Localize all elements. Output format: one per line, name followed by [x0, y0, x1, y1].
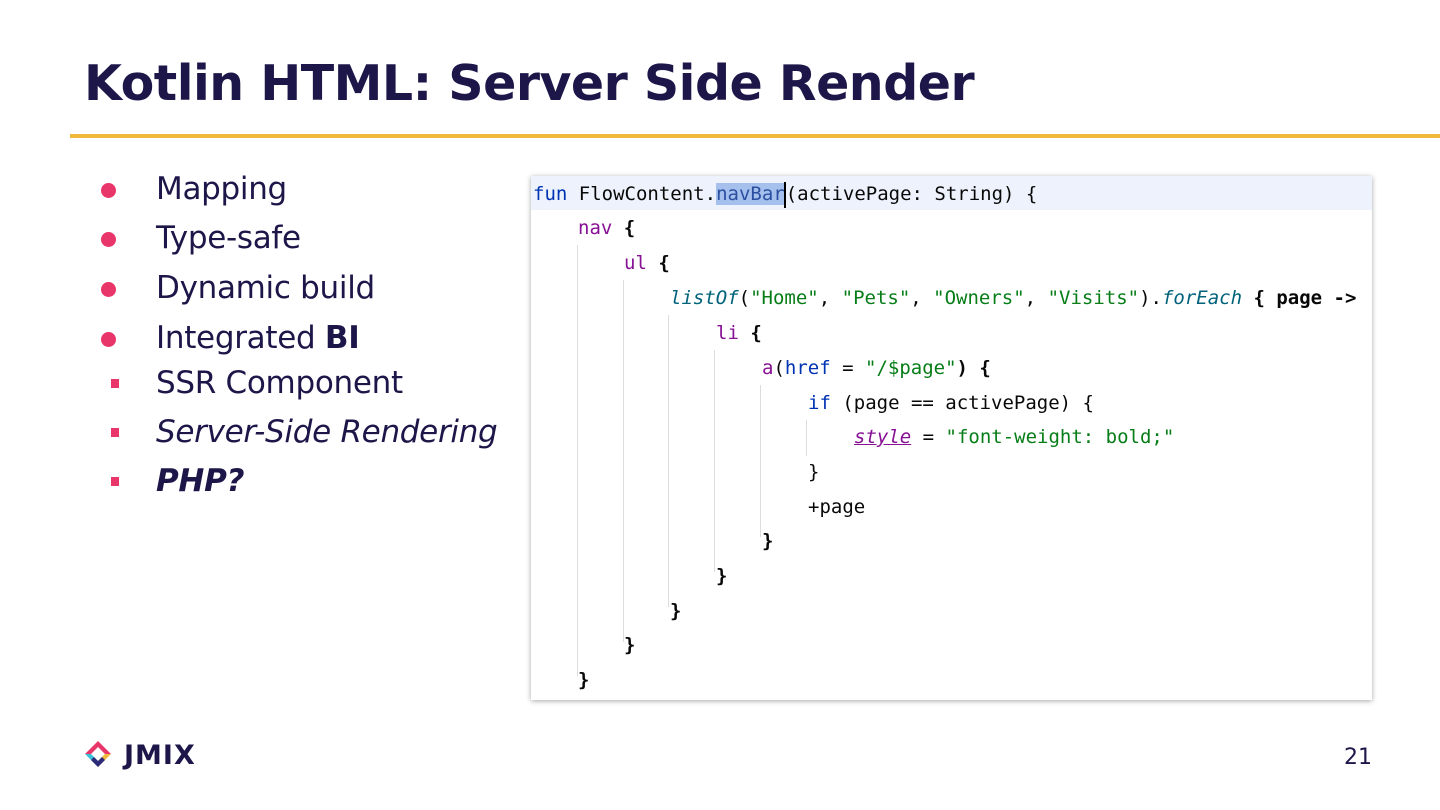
- code-line: +page: [808, 496, 866, 518]
- current-line-highlight: [531, 176, 1372, 210]
- bullet-item: Integrated BI: [0, 316, 520, 360]
- bullet-item: Type-safe: [0, 216, 520, 260]
- code-line: ul {: [624, 252, 670, 274]
- bullet-text: Type-safe: [156, 220, 301, 256]
- code-line: style = "font-weight: bold;": [854, 426, 1175, 448]
- logo-wordmark: JMIX: [124, 740, 196, 771]
- page-number: 21: [1344, 745, 1372, 770]
- code-line: a(href = "/$page") {: [762, 357, 991, 379]
- code-line: }: [762, 530, 774, 552]
- bullet-dot-icon: [101, 183, 116, 198]
- code-line: }: [624, 634, 636, 656]
- code-line: }: [670, 600, 682, 622]
- bullet-text-main: Integrated: [156, 320, 325, 356]
- bullet-text: Server-Side Rendering: [156, 414, 498, 450]
- selected-text: navBar: [716, 183, 785, 205]
- bullet-dot-icon: [101, 232, 116, 247]
- bullet-item: Server-Side Rendering: [0, 410, 520, 454]
- bullet-square-icon: [111, 428, 119, 437]
- bullet-square-icon: [111, 379, 119, 388]
- indent-guide: [668, 315, 669, 607]
- bullet-dot-icon: [101, 332, 116, 347]
- code-line: if (page == activePage) {: [808, 392, 1094, 414]
- bullet-text: Mapping: [156, 171, 287, 207]
- bullet-item: Mapping: [0, 167, 520, 211]
- bullet-text: SSR Component: [156, 365, 403, 401]
- bullet-text-bold: BI: [324, 320, 360, 356]
- code-line: nav {: [578, 217, 636, 239]
- code-line: listOf("Home", "Pets", "Owners", "Visits…: [670, 287, 1357, 309]
- title-underline: [70, 134, 1440, 138]
- code-line: }: [716, 565, 728, 587]
- slide-title: Kotlin HTML: Server Side Render: [84, 55, 975, 112]
- bullet-dot-icon: [101, 282, 116, 297]
- jmix-logo: JMIX: [80, 738, 200, 774]
- indent-guide: [760, 385, 761, 537]
- code-line: li {: [716, 322, 762, 344]
- bullet-text: Dynamic build: [156, 270, 375, 306]
- jmix-logo-icon: [85, 741, 111, 767]
- code-line: }: [578, 669, 590, 691]
- bullet-item: PHP?: [0, 459, 520, 503]
- bullet-text: PHP?: [156, 463, 245, 499]
- code-line: }: [808, 461, 820, 483]
- indent-guide: [577, 245, 578, 676]
- code-screenshot: fun FlowContent.navBar(activePage: Strin…: [531, 176, 1372, 700]
- bullet-item: SSR Component: [0, 361, 520, 405]
- bullet-square-icon: [111, 477, 119, 486]
- indent-guide: [623, 280, 624, 642]
- indent-guide: [714, 350, 715, 572]
- code-line: fun FlowContent.navBar(activePage: Strin…: [533, 177, 1037, 211]
- text-caret: [783, 181, 786, 208]
- bullet-item: Dynamic build: [0, 266, 520, 310]
- bullet-text: Integrated BI: [156, 316, 360, 360]
- indent-guide: [806, 420, 807, 456]
